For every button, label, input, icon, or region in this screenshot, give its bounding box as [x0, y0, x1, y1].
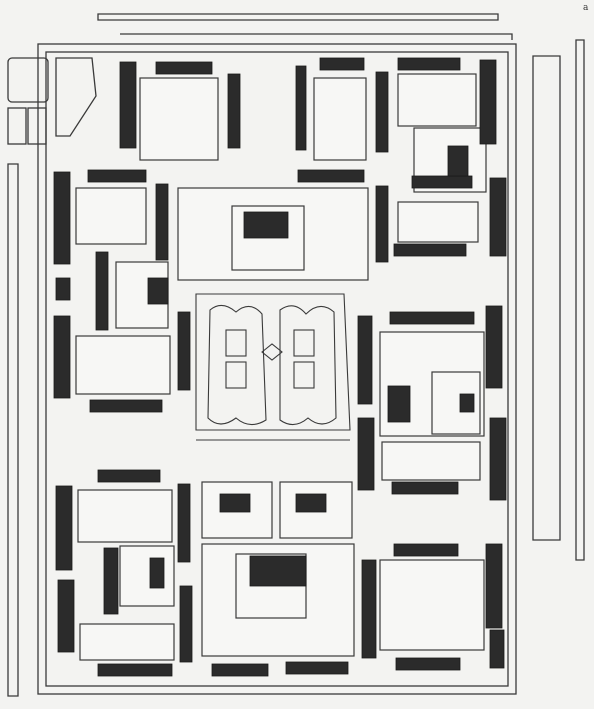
building-block [459, 393, 475, 413]
building-lot [381, 441, 481, 481]
building-block [411, 175, 473, 189]
building-block [375, 185, 389, 263]
building-block [387, 385, 411, 423]
building-block [149, 557, 165, 589]
building-lot [119, 545, 175, 607]
building-block [55, 485, 73, 571]
building-block [249, 555, 307, 587]
building-block [395, 657, 461, 671]
building-blocks [53, 57, 507, 677]
building-block [179, 585, 193, 663]
building-block [389, 311, 475, 325]
building-lot [75, 335, 171, 395]
garden-pond-right [279, 305, 337, 426]
garden-pavilion [293, 361, 315, 389]
building-lot [313, 77, 367, 161]
building-block [89, 399, 163, 413]
building-block [489, 629, 505, 669]
building-block [479, 59, 497, 145]
building-block [53, 171, 71, 265]
building-block [295, 65, 307, 151]
building-block [87, 169, 147, 183]
building-block [147, 277, 169, 305]
garden-pavilion [225, 329, 247, 357]
building-block [297, 169, 365, 183]
building-block [485, 543, 503, 629]
left-road [7, 163, 19, 697]
building-lot [431, 371, 481, 435]
building-lots [75, 73, 487, 661]
building-lot [77, 489, 173, 543]
building-lot [379, 559, 485, 651]
building-block [97, 469, 161, 483]
building-block [119, 61, 137, 149]
inner-ring-road [45, 51, 509, 687]
building-block [489, 417, 507, 501]
building-block [177, 311, 191, 391]
building-block [357, 417, 375, 491]
garden-boundary [195, 293, 351, 431]
building-block [55, 277, 71, 301]
building-block [103, 547, 119, 615]
building-block [227, 73, 241, 149]
corner-lot [7, 57, 49, 103]
building-block [485, 305, 503, 389]
building-block [155, 183, 169, 261]
building-lot [397, 201, 479, 243]
building-block [397, 57, 461, 71]
enclosure-wall [37, 43, 517, 695]
building-block [489, 177, 507, 257]
building-block [57, 579, 75, 653]
garden-pond-left [207, 304, 267, 426]
building-block [53, 315, 71, 399]
building-lot [79, 623, 175, 661]
building-block [243, 211, 289, 239]
building-block [155, 61, 213, 75]
building-lot [75, 187, 147, 245]
building-block [391, 481, 459, 495]
right-strip [532, 55, 561, 541]
corner-lot [7, 107, 27, 145]
garden-center-kiosk [261, 343, 283, 361]
building-block [447, 145, 469, 177]
building-block [319, 57, 365, 71]
building-lot [139, 77, 219, 161]
building-block [295, 493, 327, 513]
garden-pavilion [225, 361, 247, 389]
corner-mark: a [583, 3, 589, 13]
building-lot [397, 73, 477, 127]
building-block [375, 71, 389, 153]
building-block [393, 543, 459, 557]
building-block [97, 663, 173, 677]
building-block [361, 559, 377, 659]
corner-lot [27, 107, 47, 145]
building-block [285, 661, 349, 675]
top-inner-road [120, 33, 513, 40]
building-block [211, 663, 269, 677]
central-garden [195, 293, 351, 441]
building-block [393, 243, 467, 257]
building-block [95, 251, 109, 331]
right-road [575, 39, 585, 561]
corner-lot-wedge [55, 57, 97, 137]
garden-pavilion [293, 329, 315, 357]
building-block [219, 493, 251, 513]
top-road [97, 13, 499, 21]
perimeter-roads [7, 13, 585, 697]
building-block [357, 315, 373, 405]
building-block [177, 483, 191, 563]
